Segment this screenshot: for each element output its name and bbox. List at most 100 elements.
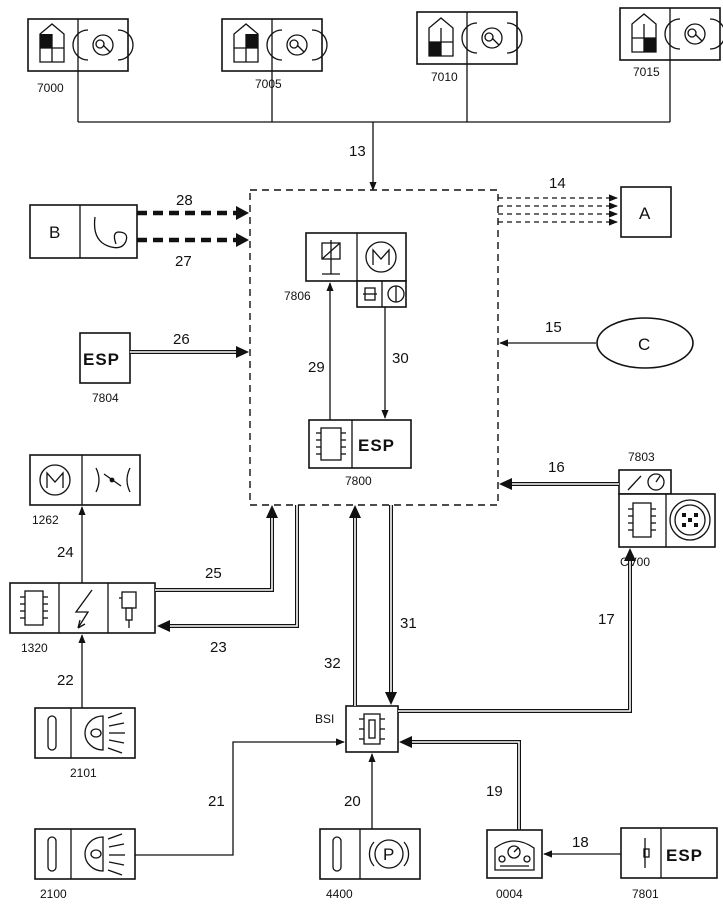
hydraulic-unit-7806: 7806 — [284, 232, 407, 308]
car-front-right-icon — [233, 23, 259, 63]
label-2100: 2100 — [40, 887, 67, 901]
label-cv00: CV00 — [620, 555, 650, 569]
light-switch-2101: 2101 — [34, 707, 136, 780]
chip-icon — [316, 427, 346, 461]
steering-angle-icon — [93, 216, 128, 249]
label-1320: 1320 — [21, 641, 48, 655]
output-a: A — [620, 186, 672, 238]
throttle-motor-1262: 1262 — [29, 454, 141, 527]
label-7801: 7801 — [632, 887, 659, 901]
label-7005: 7005 — [255, 77, 282, 91]
label-7015: 7015 — [633, 65, 660, 79]
parking-brake-switch-4400: P 4400 — [319, 828, 421, 901]
link-17-wire — [398, 560, 632, 713]
link-30-label: 30 — [392, 350, 409, 367]
link-14-label: 14 — [549, 175, 566, 192]
link-25-label: 25 — [205, 565, 222, 582]
link-18-label: 18 — [572, 834, 589, 851]
lightning-icon — [74, 589, 93, 629]
link-13-label: 13 — [349, 143, 366, 160]
steering-wheel-icon — [669, 499, 711, 541]
label-4400: 4400 — [326, 887, 353, 901]
switch-contact-icon — [332, 836, 342, 872]
input-c-letter: C — [638, 335, 650, 354]
link-21-wire — [135, 738, 345, 856]
chip-icon — [20, 590, 48, 626]
input-c: C — [596, 317, 694, 369]
label-7806: 7806 — [284, 289, 311, 303]
link-21-label: 21 — [208, 793, 225, 810]
car-front-left-icon — [39, 23, 65, 63]
steering-module-7803-cv00: 7803 CV00 — [618, 450, 716, 569]
gauge-needle-icon — [627, 475, 642, 491]
engine-ecu-1320: 1320 — [9, 582, 156, 655]
label-7000: 7000 — [37, 81, 64, 95]
esp-7801-text: ESP — [666, 846, 703, 865]
link-28-label: 28 — [176, 192, 193, 209]
link-32-label: 32 — [324, 655, 341, 672]
esp-switch-7801: ESP 7801 — [620, 827, 718, 901]
wheel-speed-icon — [664, 18, 723, 50]
link-16-label: 16 — [548, 459, 565, 476]
pump-motor-icon — [365, 241, 397, 273]
output-a-letter: A — [639, 204, 651, 223]
pressure-sensor-icon — [363, 287, 377, 301]
link-23-label: 23 — [210, 639, 227, 656]
label-7803: 7803 — [628, 450, 655, 464]
switch-contact-icon — [47, 715, 57, 751]
input-b-letter: B — [49, 223, 60, 242]
label-0004: 0004 — [496, 887, 523, 901]
esp-7804-text: ESP — [83, 350, 120, 369]
link-19-wire — [411, 740, 521, 830]
link-22-label: 22 — [57, 672, 74, 689]
link-26-label: 26 — [173, 331, 190, 348]
brake-switch-2100: 2100 — [34, 828, 136, 901]
link-27-label: 27 — [175, 253, 192, 270]
link-15-label: 15 — [545, 319, 562, 336]
dial-icon — [647, 473, 665, 491]
input-b-steering-sensor: B — [29, 204, 138, 259]
wheel-sensor-7010: 7010 — [416, 11, 523, 84]
switch-contact-icon — [643, 838, 650, 868]
wheel-speed-icon — [461, 22, 523, 54]
link-24-label: 24 — [57, 544, 74, 561]
headlamp-icon — [84, 712, 125, 754]
injector-icon — [119, 591, 137, 628]
esp-ecu-boundary — [249, 189, 499, 506]
label-bsi: BSI — [315, 712, 334, 726]
esp-logo-text: ESP — [358, 436, 395, 455]
wheel-speed-icon — [266, 29, 328, 61]
solenoid-valve-icon — [321, 240, 341, 275]
label-7010: 7010 — [431, 70, 458, 84]
label-1262: 1262 — [32, 513, 59, 527]
instrument-panel-0004: 0004 — [486, 829, 543, 901]
link-31-label: 31 — [400, 615, 417, 632]
label-7800: 7800 — [345, 474, 372, 488]
switch-icon — [387, 285, 405, 303]
label-2101: 2101 — [70, 766, 97, 780]
wheel-speed-icon — [72, 29, 134, 61]
switch-contact-icon — [47, 836, 57, 872]
esp-computer-7800: ESP 7800 — [308, 419, 412, 488]
bsi-unit: BSI — [315, 705, 399, 753]
throttle-valve-icon — [95, 467, 131, 493]
esp-sensor-7804: ESP 7804 — [79, 332, 131, 405]
link-17-label: 17 — [598, 611, 615, 628]
link-29-label: 29 — [308, 359, 325, 376]
fuse-icon — [359, 713, 385, 745]
car-rear-left-icon — [428, 17, 454, 57]
link-23-wire — [169, 505, 299, 628]
link-20-label: 20 — [344, 793, 361, 810]
dashboard-icon — [494, 840, 535, 871]
headlamp-icon — [84, 833, 125, 876]
parking-brake-icon: P — [368, 839, 410, 869]
chip-icon — [628, 502, 656, 538]
wheel-sensor-7015: 7015 — [619, 7, 723, 79]
car-rear-right-icon — [631, 13, 657, 53]
wheel-sensor-7000: 7000 — [27, 18, 134, 95]
link-19-label: 19 — [486, 783, 503, 800]
motor-icon — [39, 464, 71, 496]
wheel-sensor-7005: 7005 — [221, 18, 328, 91]
parking-letter: P — [383, 845, 394, 864]
